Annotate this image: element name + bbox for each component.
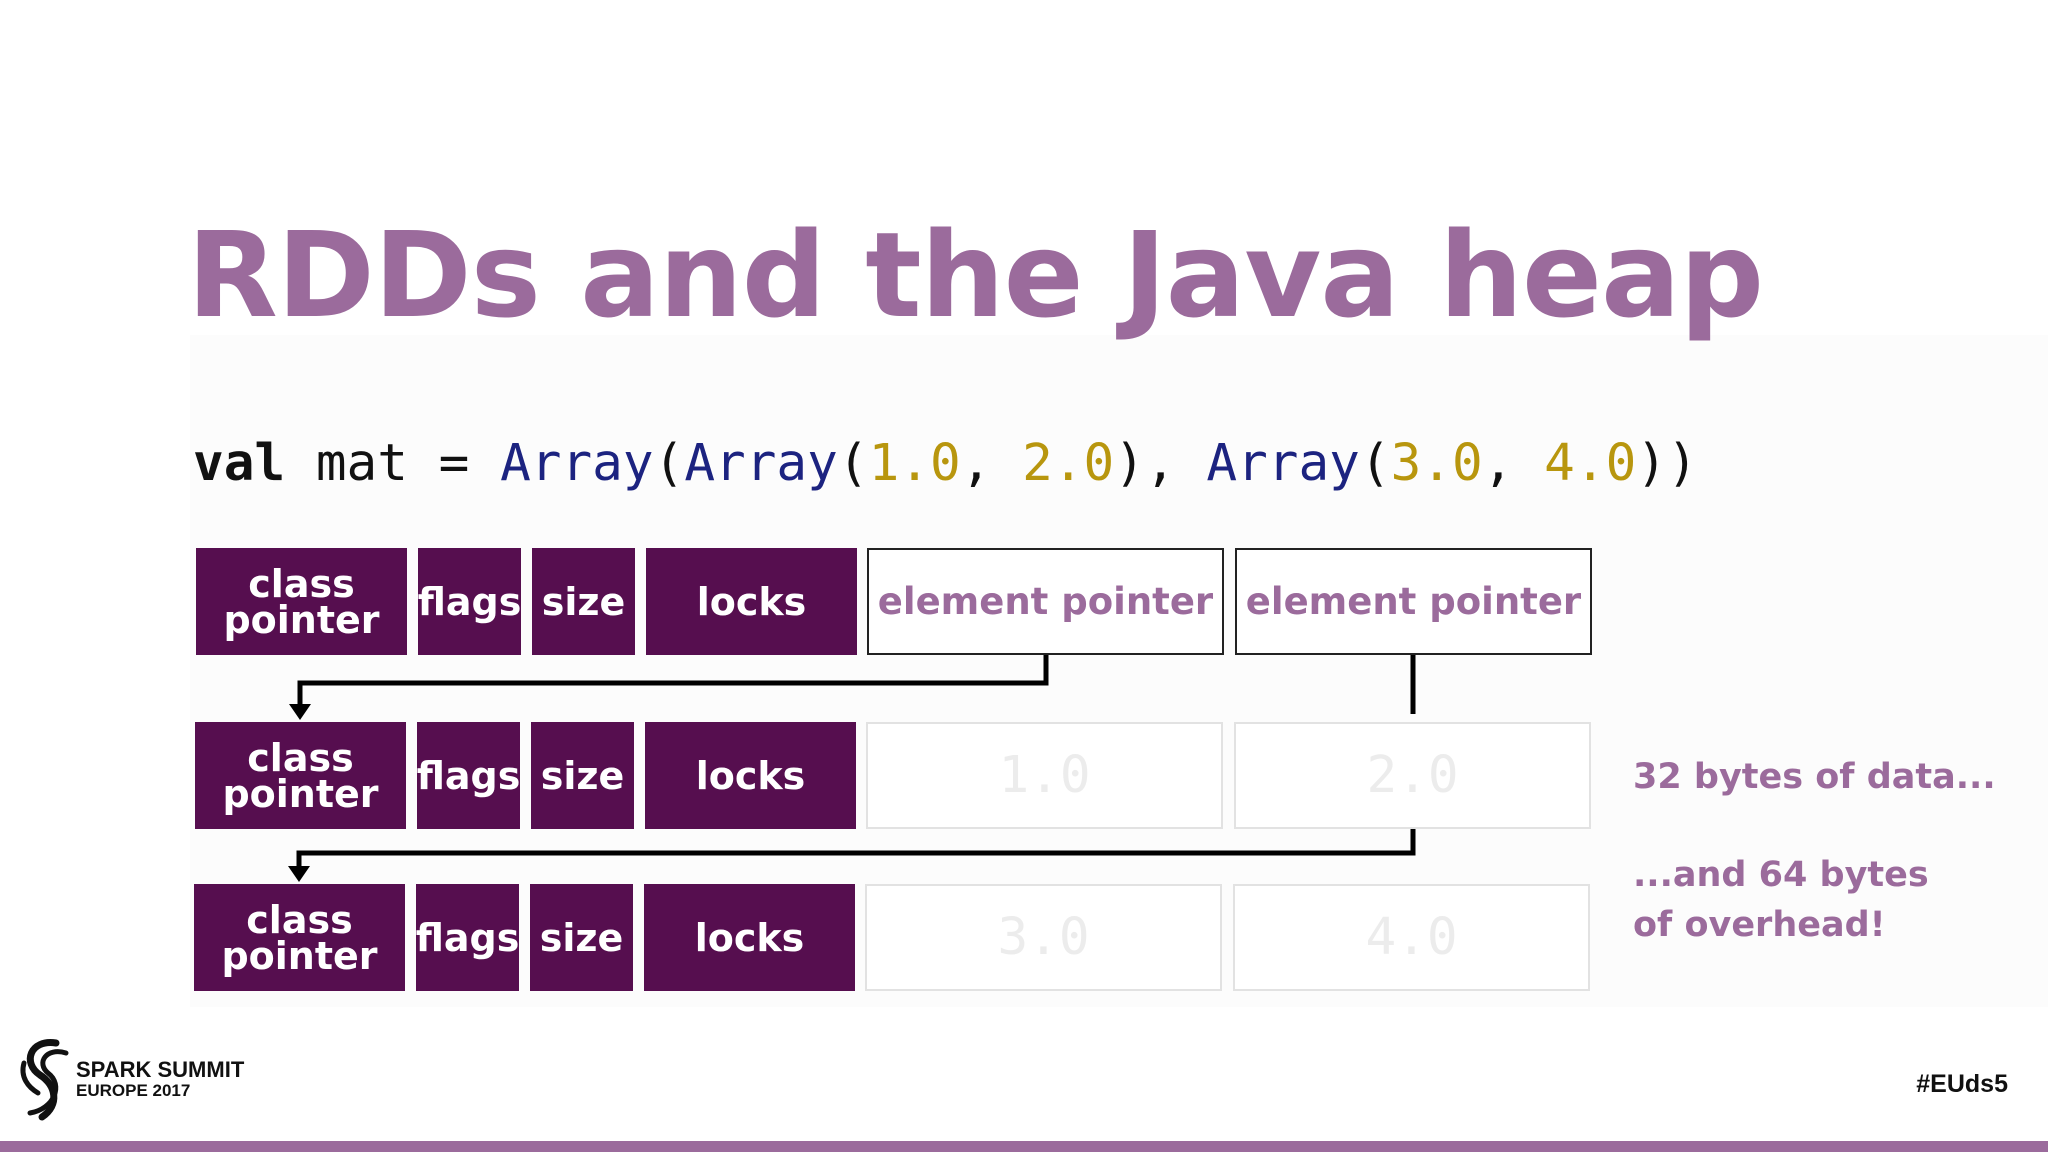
double-value-cell: 1.0 — [866, 722, 1223, 829]
code-number: 1.0 — [868, 434, 961, 493]
locks-cell: locks — [644, 884, 855, 991]
event-hashtag: #EUds5 — [1916, 1070, 2008, 1098]
size-cell: size — [531, 722, 634, 829]
pointer-arrow-to-row-3 — [288, 655, 1416, 882]
class-pointer-label-line1: class — [248, 561, 355, 606]
flags-cell: flags — [418, 548, 521, 655]
code-text: mat = — [285, 434, 501, 493]
class-pointer-label-line2: pointer — [221, 933, 378, 978]
double-value-cell: 4.0 — [1233, 884, 1590, 991]
code-function: Array — [1206, 434, 1360, 493]
data-size-note: 32 bytes of data... — [1633, 757, 1996, 797]
bottom-accent-bar — [0, 1141, 2048, 1152]
brand-event: EUROPE 2017 — [76, 1081, 191, 1100]
locks-cell: locks — [645, 722, 856, 829]
double-value-cell: 2.0 — [1234, 722, 1591, 829]
overhead-note-line1: ...and 64 bytes — [1633, 855, 1929, 895]
size-cell: size — [530, 884, 633, 991]
code-text: )) — [1636, 434, 1698, 493]
code-function: Array — [684, 434, 838, 493]
code-number: 4.0 — [1544, 434, 1637, 493]
element-pointer-cell: element pointer — [1235, 548, 1592, 655]
code-text: ), — [1114, 434, 1207, 493]
code-function: Array — [500, 434, 654, 493]
code-text: , — [960, 434, 1023, 493]
class-pointer-label-line1: class — [246, 897, 353, 942]
element-pointer-cell: element pointer — [867, 548, 1224, 655]
code-line: val mat = Array(Array(1.0, 2.0), Array(3… — [193, 434, 1698, 494]
code-text: ( — [653, 434, 685, 493]
double-value-cell: 3.0 — [865, 884, 1222, 991]
code-keyword: val — [193, 434, 286, 493]
overhead-note-line2: of overhead! — [1633, 905, 1886, 945]
slide-title: RDDs and the Java heap — [187, 206, 1764, 344]
code-text: ( — [837, 434, 869, 493]
spark-summit-swirl-icon — [20, 1039, 69, 1121]
flags-cell: flags — [417, 722, 520, 829]
class-pointer-label-line2: pointer — [223, 597, 380, 642]
code-text: , — [1482, 434, 1545, 493]
flags-cell: flags — [416, 884, 519, 991]
pointer-arrow-to-row-2 — [289, 655, 1049, 720]
code-number: 2.0 — [1022, 434, 1115, 493]
brand-name: SPARK SUMMIT — [76, 1057, 245, 1082]
class-pointer-label-line2: pointer — [222, 771, 379, 816]
size-cell: size — [532, 548, 635, 655]
code-text: ( — [1359, 434, 1391, 493]
locks-cell: locks — [646, 548, 857, 655]
class-pointer-label-line1: class — [247, 735, 354, 780]
code-number: 3.0 — [1390, 434, 1483, 493]
